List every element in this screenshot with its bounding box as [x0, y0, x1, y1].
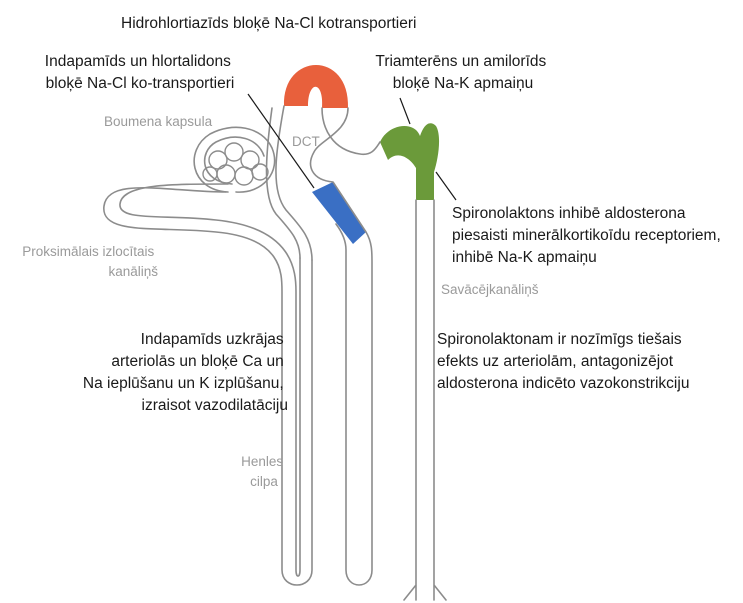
indapamide-arterioles-label: Indapamīds uzkrājas arteriolās un bloķē …: [83, 331, 288, 414]
spironolactone-arterioles-label: Spironolaktonam ir nozīmīgs tiešais efek…: [437, 331, 689, 392]
distal-tubule: [311, 108, 372, 585]
indapamide-dct-label: Indapamīds un hlortalidons bloķē Na-Cl k…: [45, 53, 235, 92]
dct-label: DCT: [292, 134, 320, 149]
ascending-limb-inner: [267, 108, 301, 258]
spironolactone-receptor-label: Spironolaktons inhibē aldosterona piesai…: [452, 205, 725, 266]
proximal-tubule-label: Proksimālais izlocītais kanāliņš: [22, 244, 158, 279]
collecting-duct: [404, 200, 446, 600]
glomerulus: [203, 143, 268, 185]
collecting-green-segment: [380, 123, 439, 200]
triamterene-label: Triamterēns un amilorīds bloķē Na-K apma…: [375, 53, 550, 92]
hydrochlorothiazide-label: Hidrohlortiazīds bloķē Na-Cl kotransport…: [121, 15, 416, 32]
loop-of-henle-label: Henles cilpa: [241, 454, 287, 489]
bowman-capsule-label: Boumena kapsula: [104, 114, 213, 129]
dct-connecting: [322, 108, 380, 154]
dct-orange-segment: [284, 65, 348, 108]
collecting-duct-label: Savācējkanāliņš: [441, 282, 539, 297]
